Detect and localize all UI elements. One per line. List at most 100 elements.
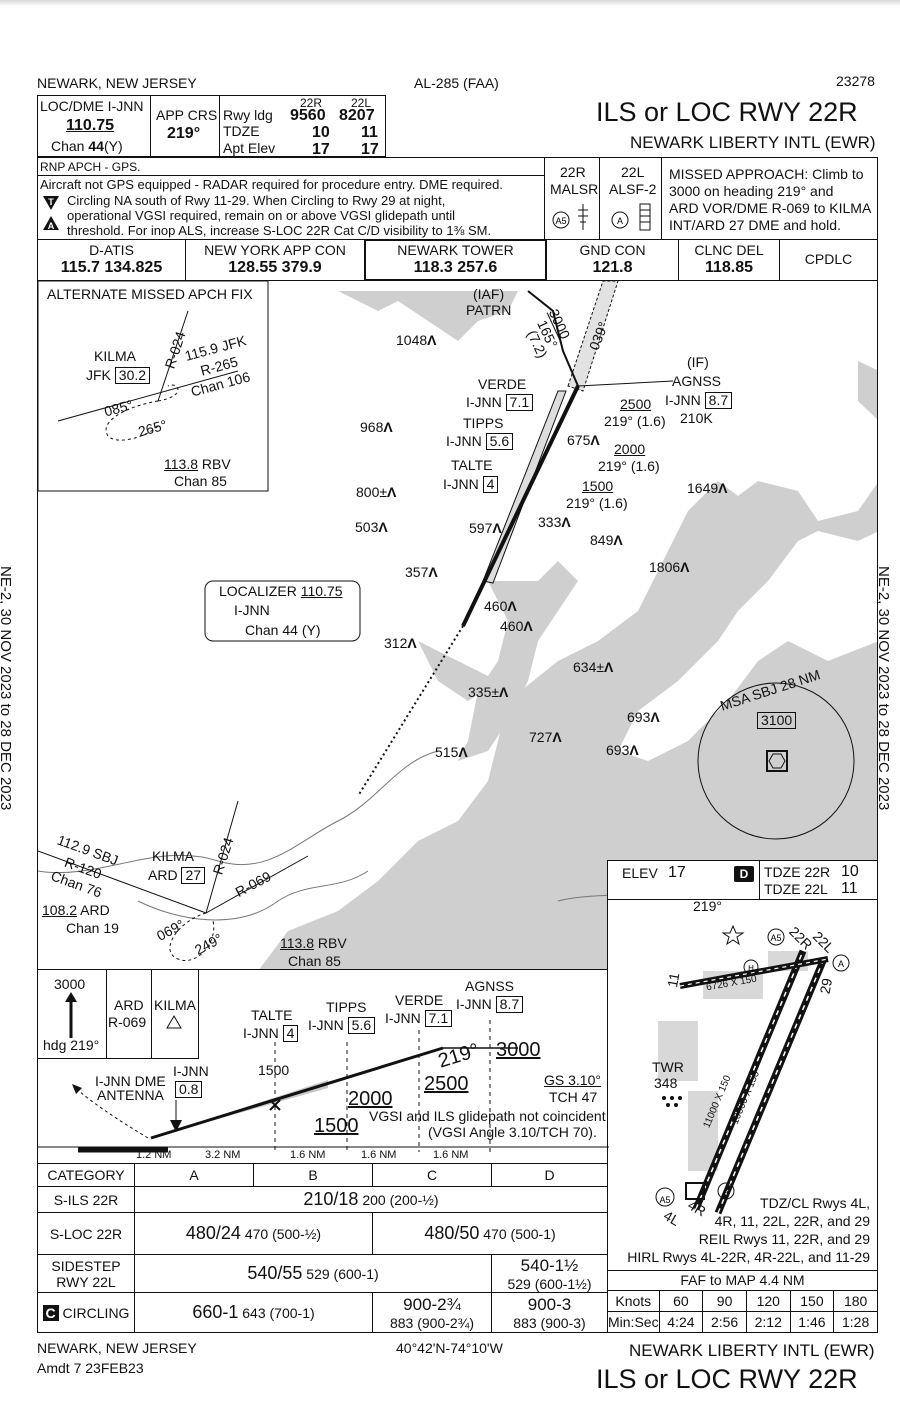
airport-layout: A5 A A A5 H [655,924,850,1215]
elev-22l: 17 [361,141,379,158]
profile-vgsi2: (VGSI Angle 3.10/TCH 70). [428,1124,597,1140]
tipps-dme: 5.6 [485,433,514,450]
verde-label: VERDE [478,376,527,392]
ard-freq-num: 108.2 [42,902,78,918]
obstacle-elev: 515 [435,744,459,760]
profile-gs: GS 3.10° [544,1072,601,1088]
ard-freq: 108.2 ARD [42,903,110,917]
localizer-box [204,580,361,642]
talte-alt: 1500 [582,478,614,494]
obstacle-elev: 634± [573,659,605,675]
rwy-ldg-22r: 9560 [290,107,326,124]
tdze-22l: 11 [361,124,378,141]
profile-tipps-ijnn: I-JNN 5.6 [308,1017,376,1034]
circling-text: CIRCLING [62,1304,130,1321]
footer-amdt: Amdt 7 23FEB23 [37,1360,144,1376]
profile-agnss-ijnn: I-JNN 8.7 [456,996,524,1013]
profile-ma-alt: 3000 [54,976,86,992]
comm-datis-value: 115.7 134.825 [60,259,163,276]
apt-elev-label: Apt Elev [223,140,276,156]
comm-app-label: NEW YORK APP CON [204,242,346,258]
comm-gnd-value: 121.8 [592,259,633,276]
agnss-label: AGNSS [672,373,722,389]
vor-airport-icon [685,1182,705,1200]
minimums-table: CATEGORY A B C D S-ILS 22R 210/18 200 (2… [37,1163,608,1333]
loc-box-chan: Chan 44 (Y) [245,622,321,638]
rwy-ldg-label: Rwy ldg [223,107,273,123]
airport-note2: 4R, 11, 22L, 22R, and 29 [714,1213,870,1229]
circling-c-main: 900-2¾ [403,1294,461,1314]
airport-hdg: 219° [693,898,722,914]
loc-box-freq: 110.75 [300,583,343,599]
reil-29-icon [832,954,850,972]
r024-radial [157,310,189,402]
top-shadow [0,0,900,6]
talte-ijnn: I-JNN 4 [443,476,499,493]
runway-11-29-cl [679,958,829,987]
profile-graph [38,1020,609,1153]
loc-box-title: LOCALIZER 110.75 [219,584,342,598]
speed-150: 150 [789,1290,835,1312]
note-divider [38,175,544,176]
app-crs-box: APP CRS 219° [150,95,220,157]
circling-ab-sub: 643 (700-1) [242,1305,315,1321]
agnss-crs: 219° (1.6) [604,413,666,429]
obstacle-elev: 1649 [687,480,719,496]
airport-rwy-29: 29 [816,976,836,996]
iaf-label: (IAF) [473,286,505,302]
footer-title: ILS or LOC RWY 22R [596,1364,858,1394]
helipad-icon [743,959,759,975]
obstacle-elev: 460 [500,618,524,634]
circling-c-badge: C [42,1304,59,1321]
cat-c: C [372,1163,492,1187]
lights-22r: 22R [560,164,586,180]
profile-talte-ijnn-id: I-JNN [243,1025,279,1041]
ma-box [38,970,107,1059]
profile-agnss-dme: 8.7 [495,996,524,1013]
sloc-cd-main: 480/50 [424,1223,480,1243]
obstacle: 1806Λ [649,560,690,574]
water-main [259,281,877,969]
profile-antenna-val: 0.8 [175,1081,203,1098]
tipps-label: TIPPS [463,415,504,431]
water-areas [259,281,877,969]
twr-dots [662,1096,682,1107]
speed-time-table: Knots 60 90 120 150 180 Min:Sec 4:24 2:5… [607,1290,878,1333]
airport-twr-elev: 348 [654,1075,678,1091]
obstacle: 503Λ [355,520,388,534]
alt-jfk: JFK 30.2 [86,367,151,384]
obstacle-elev: 800± [356,484,388,500]
kilma-ard-id: ARD [148,867,178,883]
obstacle-icon: Λ [552,729,562,745]
airport-elev: 17 [668,864,686,881]
verde-ijnn: I-JNN 7.1 [466,394,534,411]
obstacle-elev: 693 [627,709,651,725]
airport-rwy-11: 11 [664,971,683,989]
comm-gnd: GND CON 121.8 [546,239,679,281]
sidestep-abc-main: 540/55 [247,1263,303,1283]
ard-box [105,970,152,1059]
obstacle-elev: 1048 [396,332,428,348]
svg-text:T: T [48,197,54,207]
profile-tch: TCH 47 [549,1089,598,1105]
circling-d-main: 900-3 [527,1294,572,1314]
obstacle-elev: 727 [529,729,553,745]
tipps-crs: 219° (1.6) [598,458,660,474]
glidepath-line [150,1046,444,1140]
rbv-lower-freq: 113.8 [280,935,314,951]
airport-diagram: ELEV 17 D TDZE 22R 10 TDZE 22L 11 A5 A A… [607,860,878,1333]
segment-4: 1.6 NM [361,1149,397,1161]
sloc-ab: 480/24 470 (500-½) [134,1212,373,1255]
loc-chan: Chan 44(Y) [51,139,123,153]
profile-tipps-ijnn-id: I-JNN [308,1017,344,1033]
ard-id: ARD [80,902,110,918]
patrn-label: PATRN [466,302,512,318]
profile-antenna-ijnn: I-JNN [173,1063,209,1079]
note-line1: Aircraft not GPS equipped - RADAR requir… [40,177,503,192]
alt-missed-title: ALTERNATE MISSED APCH FIX [47,286,253,302]
r069-radial [205,855,309,914]
comm-app-con: NEW YORK APP CON 128.55 379.9 [185,239,365,281]
verde-dme: 7.1 [505,394,534,411]
obstacle: 675Λ [567,433,600,447]
